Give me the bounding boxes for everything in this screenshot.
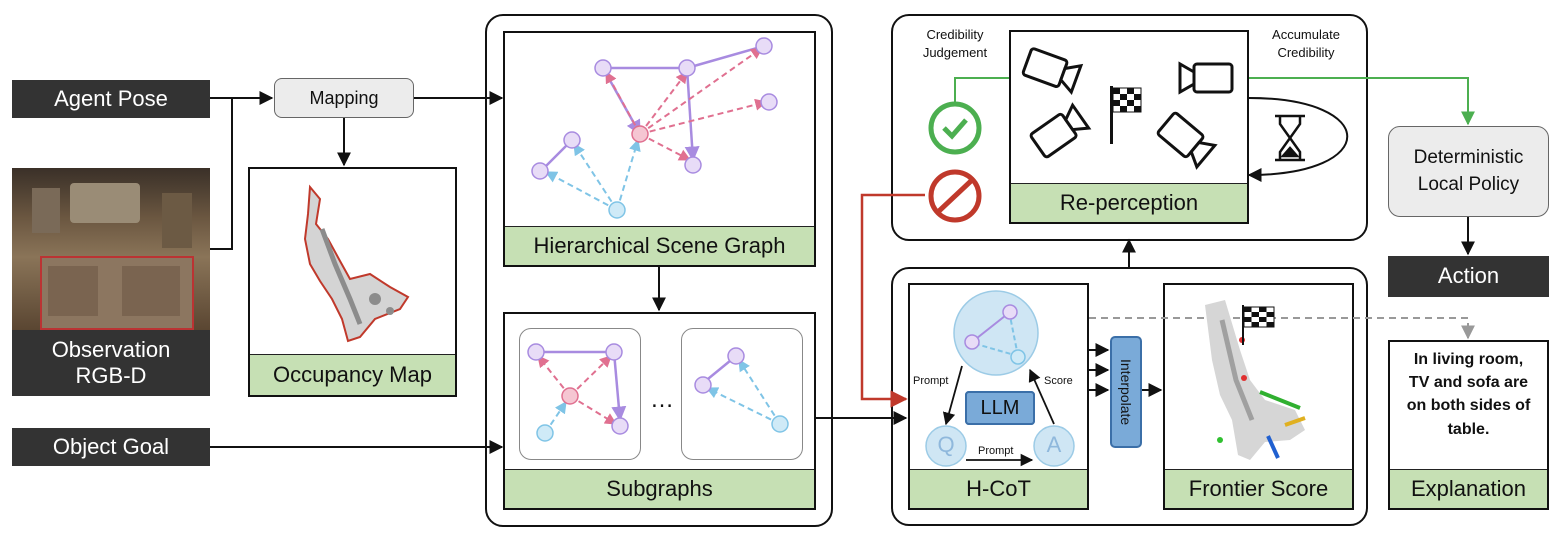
subgraph-card-1 [519, 328, 641, 460]
camera-icon-2 [1029, 102, 1092, 159]
hcot-score: Score [1044, 375, 1073, 387]
object-goal-label: Object Goal [12, 428, 210, 466]
hierarchical-scene-graph-label: Hierarchical Scene Graph [505, 226, 814, 265]
subgraph-card-2 [681, 328, 803, 460]
scene-graph-drawing [531, 37, 778, 219]
green-policy-arrow [1249, 77, 1475, 126]
explanation-line1: In living room, [1413, 351, 1524, 368]
deterministic-local-policy-box: Deterministic Local Policy [1388, 126, 1549, 217]
reperception-label: Re-perception [1011, 183, 1247, 222]
explanation-line2: TV and sofa are [1408, 374, 1529, 392]
checkered-flag-icon-1 [1110, 86, 1142, 144]
observation-rgbd-image [12, 168, 210, 330]
observation-line1: Observation [51, 336, 171, 362]
camera-icon-1 [1021, 47, 1084, 96]
frontier-score-label: Frontier Score [1165, 469, 1352, 508]
checkered-flag-icon-2 [1242, 305, 1275, 345]
explanation-text: In living room, TV and sofa are on both … [1390, 348, 1547, 441]
hcot-prompt-bottom: Prompt [978, 445, 1014, 457]
occupancy-map-image [303, 184, 410, 343]
hcot-drawing [925, 290, 1075, 467]
explanation-line4: table. [1447, 420, 1490, 438]
hourglass-icon [1275, 114, 1305, 162]
mapping-button: Mapping [274, 78, 414, 118]
agent-pose-label: Agent Pose [12, 80, 210, 118]
camera-icon-4 [1156, 111, 1218, 170]
credibility-judgement-line1: Credibility [926, 27, 984, 42]
occupancy-map-panel: Occupancy Map [248, 167, 457, 397]
accumulate-credibility-text: Accumulate Credibility [1256, 26, 1356, 61]
llm-box-top: LLM [965, 391, 1035, 425]
occupancy-map-label: Occupancy Map [250, 354, 455, 395]
hcot-label: H-CoT [910, 469, 1087, 508]
frontier-score-map [1205, 300, 1306, 460]
hierarchical-scene-graph-panel: Hierarchical Scene Graph [503, 31, 816, 267]
camera-icon-3 [1178, 61, 1234, 95]
hcot-prompt-left: Prompt [913, 375, 949, 387]
red-feedback-arrow [860, 193, 925, 408]
hcot-a-node: A [1046, 432, 1062, 457]
explanation-panel: In living room, TV and sofa are on both … [1388, 340, 1549, 510]
interpolate-box: Interpolate [1110, 336, 1142, 448]
explanation-line3: on both sides of [1406, 397, 1531, 415]
accumulate-credibility-line2: Credibility [1277, 44, 1335, 60]
policy-line2: Local Policy [1417, 173, 1520, 195]
green-credibility-line [954, 77, 1009, 104]
observation-rgbd-label: Observation RGB-D [12, 330, 210, 396]
subgraph-1-drawing [527, 343, 629, 442]
subgraph-2-drawing [694, 347, 789, 433]
accumulate-loop-arrow [1247, 97, 1348, 182]
observation-line2: RGB-D [75, 363, 147, 388]
credibility-judgement-line2: Judgement [922, 44, 988, 60]
credibility-judgement-text: Credibility Judgement [905, 26, 1005, 61]
subgraphs-label: Subgraphs [505, 469, 814, 508]
connector-arrows [210, 91, 1475, 454]
scene-graph-block [485, 14, 833, 527]
subgraph-ellipsis: … [650, 386, 674, 413]
forbidden-icon [928, 169, 982, 223]
check-icon [928, 101, 982, 155]
policy-line1: Deterministic [1413, 146, 1524, 168]
hcot-q-node: Q [937, 432, 955, 457]
interpolate-text: Interpolate [1118, 358, 1134, 426]
explanation-label: Explanation [1390, 469, 1547, 508]
dashed-explanation-arrow [1089, 317, 1475, 340]
accumulate-credibility-line1: Accumulate [1272, 27, 1340, 42]
action-label: Action [1388, 256, 1549, 297]
